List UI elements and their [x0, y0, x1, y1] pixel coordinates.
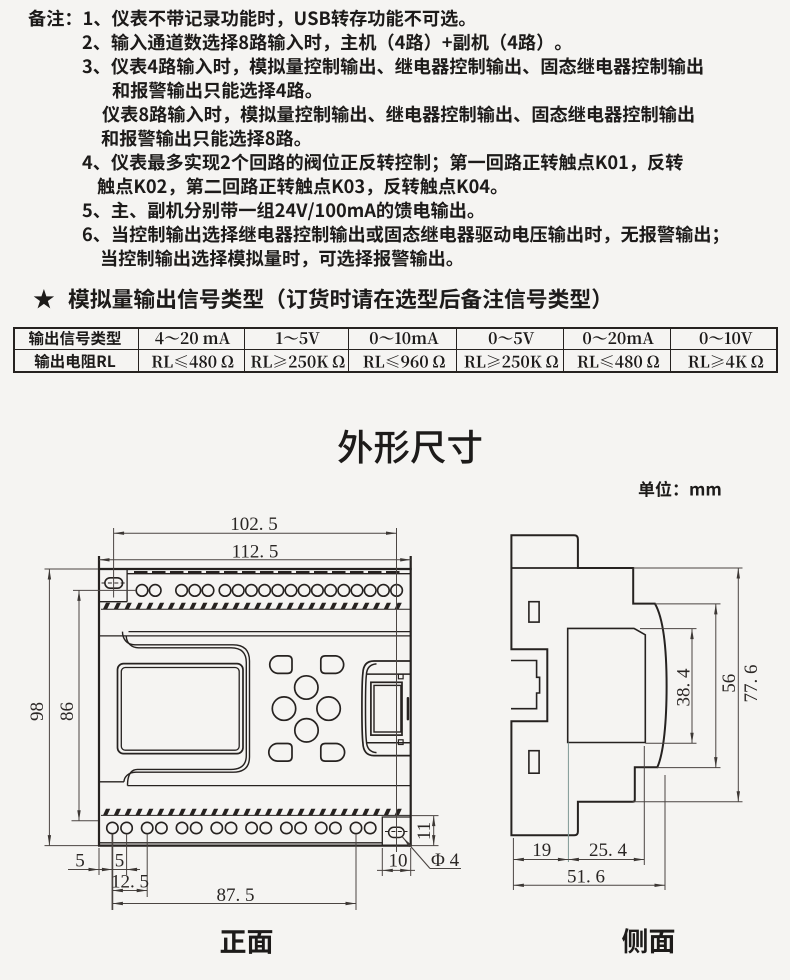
svg-text:11: 11	[414, 822, 435, 840]
svg-text:Φ 4: Φ 4	[431, 850, 460, 871]
svg-text:87. 5: 87. 5	[217, 885, 255, 906]
svg-text:12. 5: 12. 5	[111, 871, 149, 892]
svg-text:112. 5: 112. 5	[232, 541, 279, 562]
svg-text:19: 19	[532, 840, 551, 861]
svg-text:56: 56	[719, 674, 740, 693]
svg-text:10: 10	[389, 851, 408, 872]
svg-text:77. 6: 77. 6	[741, 665, 762, 703]
svg-text:5: 5	[115, 851, 125, 872]
svg-text:102. 5: 102. 5	[230, 514, 278, 535]
svg-text:86: 86	[57, 702, 78, 721]
svg-text:51. 6: 51. 6	[567, 866, 605, 887]
svg-text:25. 4: 25. 4	[589, 840, 628, 861]
svg-text:5: 5	[75, 851, 85, 872]
svg-text:38. 4: 38. 4	[674, 668, 695, 707]
svg-text:98: 98	[27, 702, 48, 721]
